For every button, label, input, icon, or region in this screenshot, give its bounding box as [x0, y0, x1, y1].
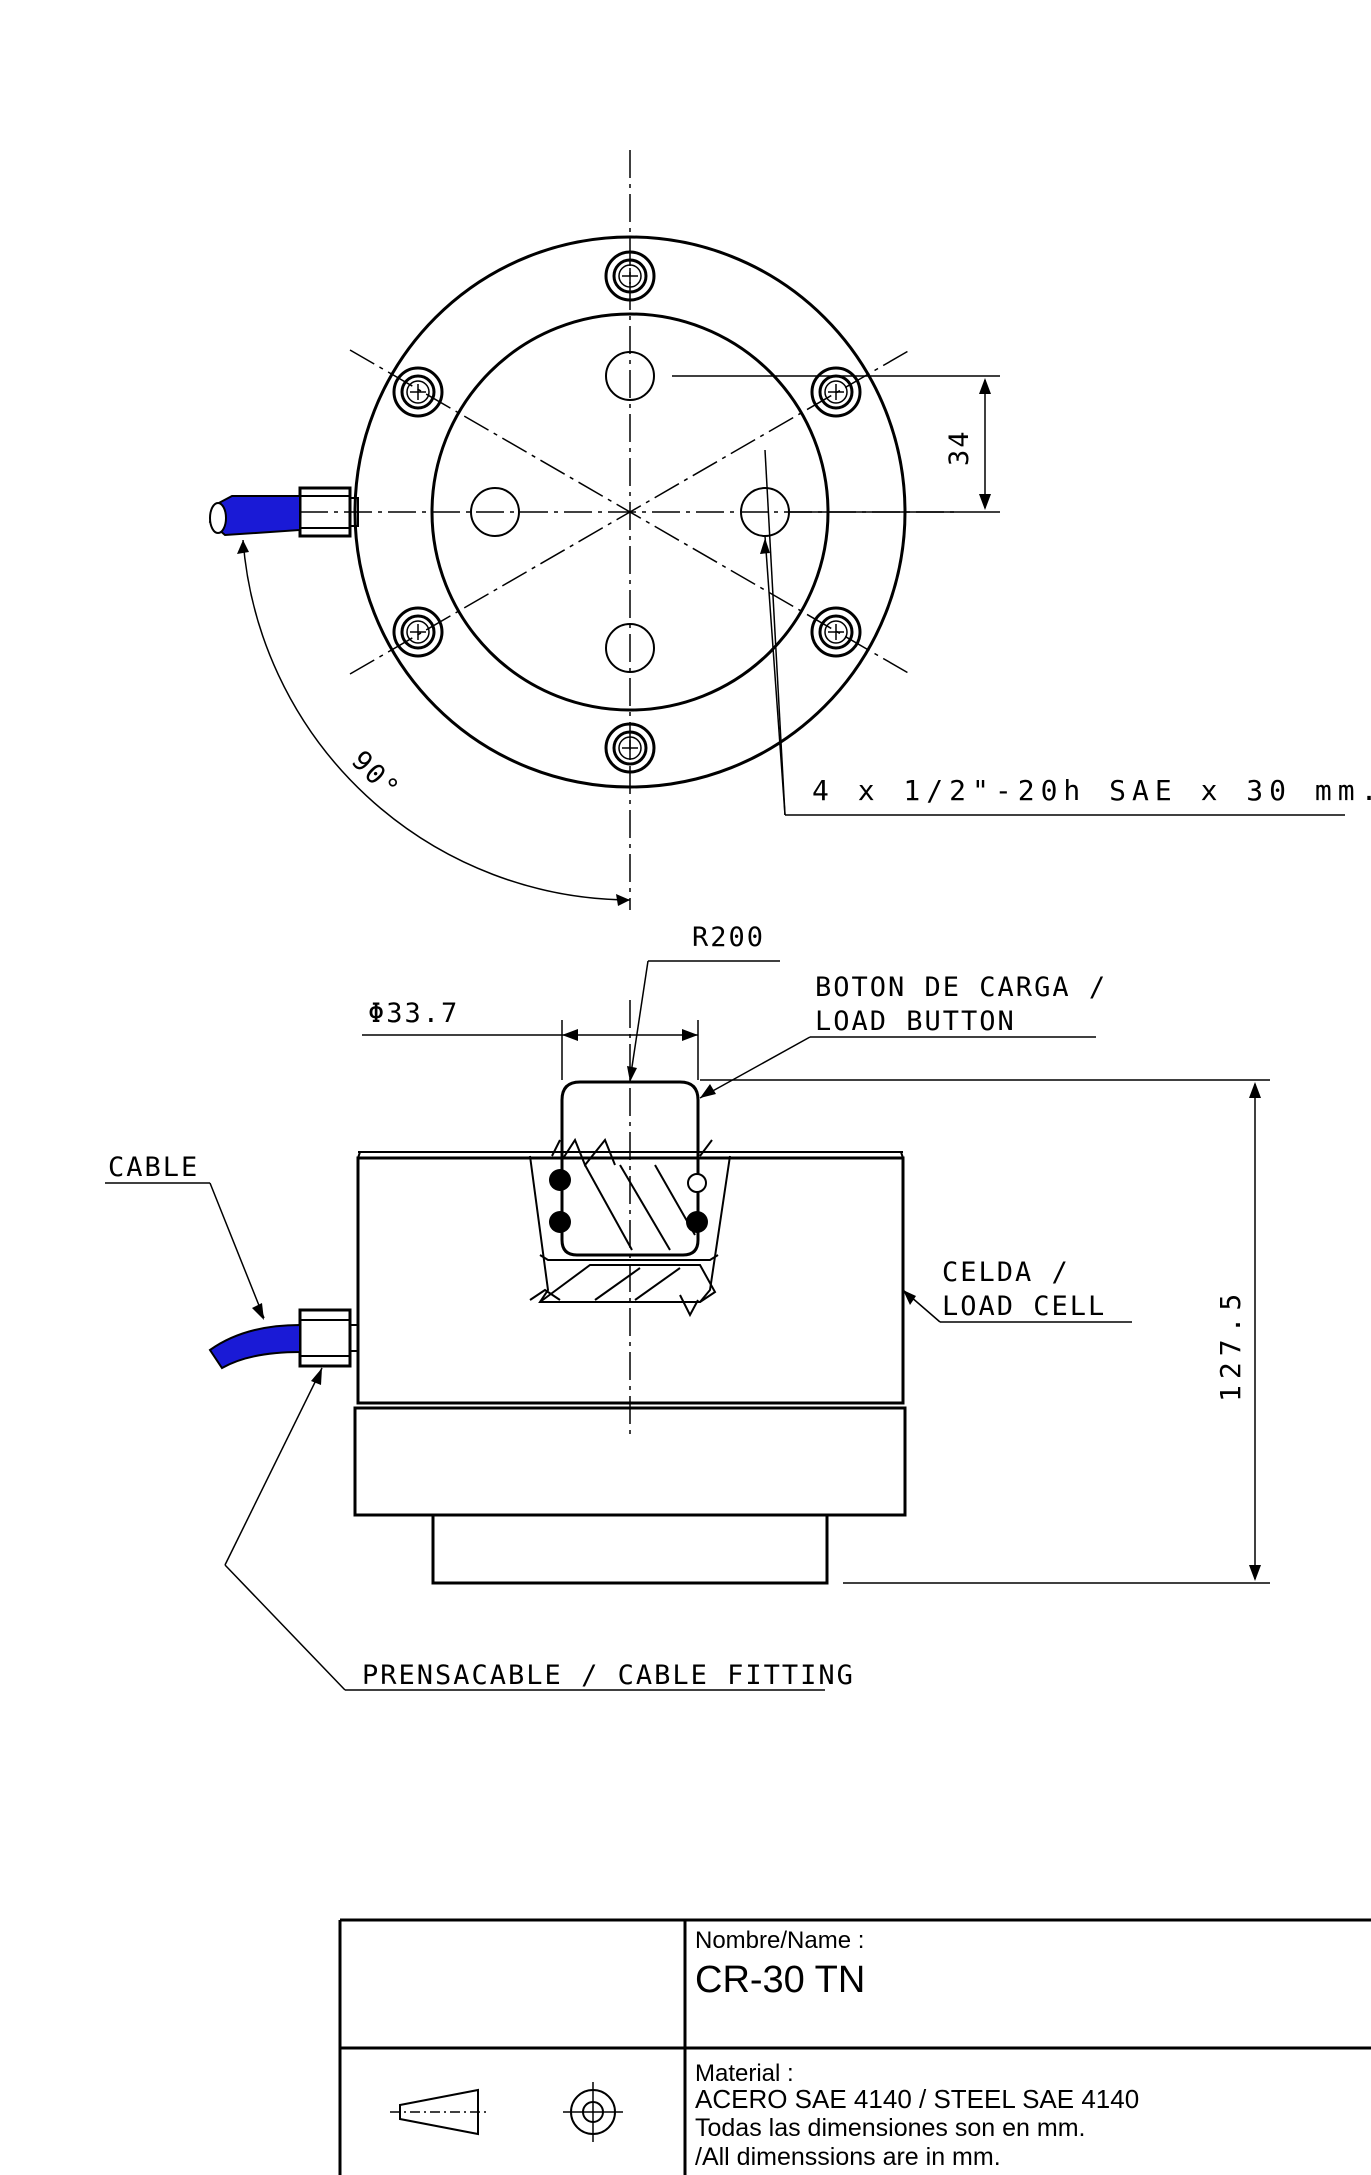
threaded-hole-lower-right: [810, 606, 862, 658]
cable-label: CABLE: [108, 1152, 199, 1183]
material-label: Material :: [695, 2060, 794, 2087]
threaded-hole-upper-left: [392, 366, 444, 418]
threaded-hole-upper-right: [810, 366, 862, 418]
fitting-label: PRENSACABLE / CABLE FITTING: [362, 1660, 855, 1691]
cable-leader: [209, 1182, 265, 1319]
side-cable: [208, 1323, 301, 1370]
r200-label: R200: [692, 922, 765, 953]
angle-label: 90°: [345, 745, 406, 806]
fitting-leader-1: [224, 1367, 323, 1566]
button-pocket: [529, 1155, 731, 1303]
dim-34-label: 34: [944, 429, 975, 466]
units-note-en: /All dimenssions are in mm.: [695, 2143, 1001, 2171]
hole-left: [470, 487, 520, 537]
load-cell-label-en: LOAD CELL: [942, 1291, 1106, 1322]
load-button: [560, 1080, 700, 1257]
name-value: CR-30 TN: [695, 1959, 865, 2001]
base-plate: [353, 1406, 907, 1517]
ball-lower-right: [686, 1211, 708, 1233]
name-label: Nombre/Name :: [695, 1927, 864, 1954]
side-view: R200 Φ33.7 BOTON DE CARGA / LOAD BUTTON …: [105, 922, 1270, 1691]
diameter-label: Φ33.7: [368, 998, 459, 1029]
threaded-hole-bottom: [604, 722, 656, 774]
threaded-hole-top: [604, 250, 656, 302]
insert-break: [539, 1264, 717, 1303]
load-cell-label-es: CELDA /: [942, 1257, 1070, 1288]
ball-lower-left: [549, 1211, 571, 1233]
thread-note: 4 x 1/2"-20h SAE x 30 mm.: [812, 774, 1371, 807]
ball-upper-left: [549, 1169, 571, 1191]
side-cable-fitting: [298, 1308, 359, 1368]
ball-upper-right: [687, 1173, 707, 1193]
thread-leader-line-2: [764, 535, 786, 816]
thread-leader-line-1: [764, 449, 786, 816]
hole-bottom: [605, 623, 655, 673]
hole-top: [605, 351, 655, 401]
load-button-label-es: BOTON DE CARGA /: [815, 972, 1107, 1003]
load-button-label-en: LOAD BUTTON: [815, 1006, 1016, 1037]
height-label: 127.5: [1214, 1288, 1247, 1402]
units-note-es: Todas las dimensiones son en mm.: [695, 2114, 1085, 2142]
angle-arc: [242, 539, 631, 901]
material-value: ACERO SAE 4140 / STEEL SAE 4140: [695, 2084, 1139, 2114]
threaded-hole-lower-left: [392, 606, 444, 658]
projection-symbol: [390, 2082, 623, 2142]
r200-leader: [629, 960, 649, 1081]
load-button-leader: [699, 1036, 811, 1099]
base-foot: [431, 1513, 829, 1585]
top-view: 90° 34 4 x 1/2"-20h SAE x 30 mm.: [208, 150, 1371, 910]
fitting-leader-2: [224, 1564, 346, 1691]
title-block: Nombre/Name : CR-30 TN Material : ACERO …: [338, 1918, 1371, 2175]
